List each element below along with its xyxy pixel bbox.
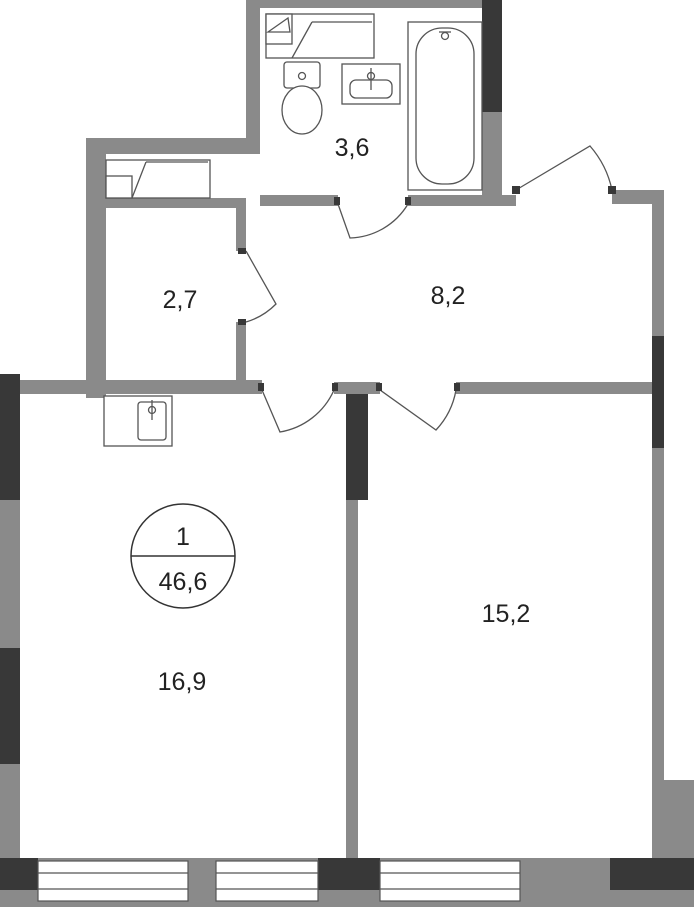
dark-bottom-c [610, 858, 694, 890]
door-bedroom [379, 389, 457, 431]
door-storage [245, 250, 277, 323]
rooms-count: 1 [176, 523, 190, 551]
door-entrance [515, 145, 613, 191]
wall-outer-right-low [652, 710, 664, 860]
door-living [261, 389, 335, 433]
wall-bath-bottom-a [260, 195, 338, 206]
area-label-storage: 2,7 [163, 286, 198, 314]
area-label-bedroom: 15,2 [482, 600, 531, 628]
area-label-living-kitchen: 16,9 [158, 668, 207, 696]
door-jambs [238, 186, 616, 391]
dark-partition [346, 394, 368, 500]
closet-shelf [105, 159, 211, 199]
wall-outer-left [0, 380, 20, 907]
dark-bottom-a [0, 858, 38, 890]
area-label-hallway: 8,2 [431, 282, 466, 310]
wall-storage-right-b [236, 322, 246, 386]
wall-bath-left [246, 0, 260, 152]
bathtub-icon [407, 21, 483, 191]
dark-bath-right [482, 0, 502, 112]
total-area: 46,6 [159, 568, 208, 596]
window-1 [37, 860, 189, 902]
wall-closet-bottom [106, 198, 246, 208]
wall-bath-bottom-b [408, 195, 516, 206]
fixtures [103, 13, 483, 447]
dark-bottom-b [318, 858, 380, 890]
toilet-icon [281, 61, 323, 135]
wall-mid-right [456, 382, 652, 394]
wall-partition [346, 382, 358, 860]
doors [245, 145, 613, 433]
wall-bath-top [246, 0, 502, 8]
dark-outer-left-b [0, 648, 20, 764]
wall-hall-right-top [612, 190, 664, 204]
wall-storage-top [86, 138, 260, 154]
area-label-bathroom: 3,6 [335, 134, 370, 162]
window-3 [379, 860, 521, 902]
dark-outer-left-a [0, 374, 20, 500]
window-2 [215, 860, 319, 902]
wall-hall-right [652, 190, 664, 710]
wall-storage-left [86, 138, 106, 398]
door-bathroom [337, 203, 409, 239]
total-area-badge: 1 46,6 [130, 503, 236, 609]
wall-mid-left [0, 380, 262, 394]
dark-hall-right [652, 336, 664, 448]
wall-storage-right-a [236, 205, 246, 251]
bath-sink-icon [341, 63, 401, 105]
kitchen-sink-icon [103, 395, 173, 447]
bath-shelf [265, 13, 375, 59]
wall-outer-right-step [664, 780, 694, 862]
windows [37, 860, 521, 902]
